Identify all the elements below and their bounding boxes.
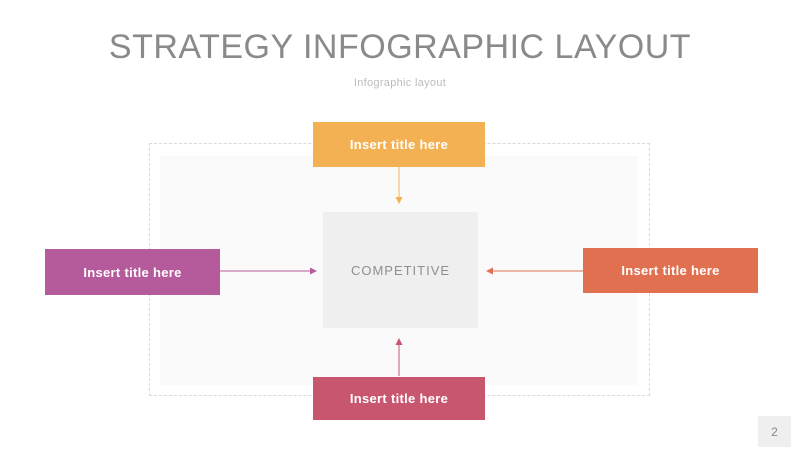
placeholder-label-right: Insert title here [621, 263, 720, 278]
center-competitive-box: COMPETITIVE [323, 212, 478, 328]
placeholder-label-top: Insert title here [349, 137, 449, 152]
page-number: 2 [771, 424, 778, 439]
placeholder-label-bottom: Insert title here [349, 391, 449, 406]
placeholder-box-top[interactable]: Insert title here [313, 122, 485, 167]
placeholder-box-left[interactable]: Insert title here [45, 249, 220, 295]
placeholder-box-bottom[interactable]: Insert title here [313, 377, 485, 420]
page-title: STRATEGY INFOGRAPHIC LAYOUT [108, 28, 692, 66]
center-box-label: COMPETITIVE [350, 262, 451, 278]
placeholder-box-right[interactable]: Insert title here [583, 248, 758, 293]
page-number-badge: 2 [758, 416, 791, 447]
placeholder-label-left: Insert title here [83, 264, 182, 280]
page-subtitle: Infographic layout [353, 77, 447, 89]
